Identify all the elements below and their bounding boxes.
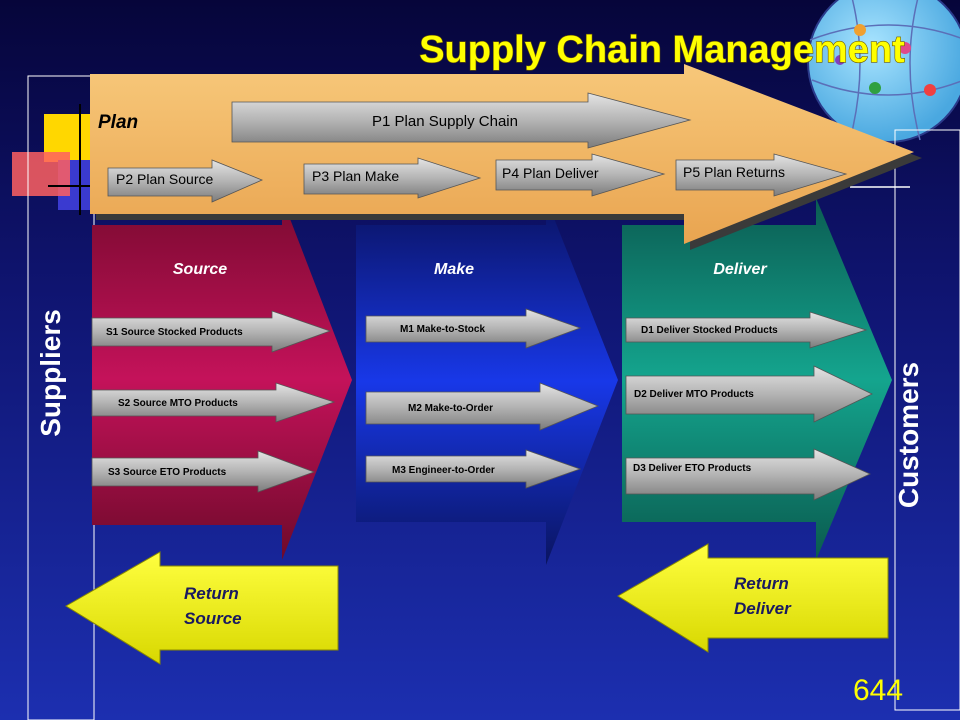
- source-label: Source: [173, 261, 227, 278]
- plan-label: Plan: [98, 112, 138, 133]
- plan-item-p1: P1 Plan Supply Chain: [231, 92, 692, 149]
- source-item-s2: S2 Source MTO Products: [91, 382, 336, 423]
- deliver-item-d1: D1 Deliver Stocked Products: [625, 311, 868, 349]
- svg-text:P3 Plan Make: P3 Plan Make: [312, 168, 399, 184]
- svg-text:P2 Plan Source: P2 Plan Source: [116, 171, 213, 187]
- source-item-s3: S3 Source ETO Products: [91, 450, 316, 493]
- svg-text:S3 Source ETO Products: S3 Source ETO Products: [108, 467, 227, 478]
- svg-text:P4 Plan Deliver: P4 Plan Deliver: [502, 165, 599, 181]
- return-source-arrow: Return Source: [65, 551, 339, 665]
- plan-item-p4: P4 Plan Deliver: [495, 153, 666, 197]
- svg-text:Source: Source: [184, 609, 242, 628]
- svg-text:Return: Return: [734, 574, 789, 593]
- deliver-item-d3: D3 Deliver ETO Products: [625, 448, 871, 501]
- svg-text:Deliver: Deliver: [734, 599, 792, 618]
- deliver-label: Deliver: [713, 261, 767, 278]
- svg-text:D3 Deliver ETO Products: D3 Deliver ETO Products: [633, 463, 752, 474]
- svg-text:M1 Make-to-Stock: M1 Make-to-Stock: [400, 324, 485, 335]
- make-process-arrow: [356, 198, 618, 565]
- svg-text:M2 Make-to-Order: M2 Make-to-Order: [408, 403, 493, 414]
- return-deliver-arrow: Return Deliver: [617, 543, 889, 653]
- plan-item-p5: P5 Plan Returns: [675, 153, 848, 197]
- svg-text:P5 Plan Returns: P5 Plan Returns: [683, 164, 785, 180]
- make-item-m2: M2 Make-to-Order: [365, 382, 600, 431]
- right-frame: [850, 129, 960, 711]
- make-label: Make: [434, 261, 474, 278]
- page-number: 644: [853, 674, 903, 707]
- suppliers-label: Suppliers: [35, 309, 66, 437]
- source-process-arrow: [92, 198, 352, 560]
- decorative-squares: [12, 75, 100, 720]
- plan-item-p3: P3 Plan Make: [303, 157, 482, 199]
- globe-icon: [807, 0, 960, 143]
- deliver-item-d2: D2 Deliver MTO Products: [625, 365, 873, 423]
- plan-process-arrow: [90, 64, 922, 250]
- make-item-m1: M1 Make-to-Stock: [365, 308, 582, 349]
- svg-text:Return: Return: [184, 584, 239, 603]
- customers-label: Customers: [893, 362, 924, 508]
- svg-text:S1 Source Stocked Products: S1 Source Stocked Products: [106, 327, 243, 338]
- make-item-m3: M3 Engineer-to-Order: [365, 449, 582, 489]
- svg-text:S2 Source MTO Products: S2 Source MTO Products: [118, 398, 238, 409]
- svg-text:P1 Plan Supply Chain: P1 Plan Supply Chain: [372, 113, 518, 130]
- plan-item-p2: P2 Plan Source: [107, 159, 264, 203]
- page-title: Supply Chain Management: [419, 29, 905, 71]
- svg-text:D1 Deliver Stocked Products: D1 Deliver Stocked Products: [641, 325, 778, 336]
- svg-text:D2 Deliver MTO Products: D2 Deliver MTO Products: [634, 389, 754, 400]
- source-item-s1: S1 Source Stocked Products: [91, 310, 332, 353]
- svg-text:M3 Engineer-to-Order: M3 Engineer-to-Order: [392, 465, 495, 476]
